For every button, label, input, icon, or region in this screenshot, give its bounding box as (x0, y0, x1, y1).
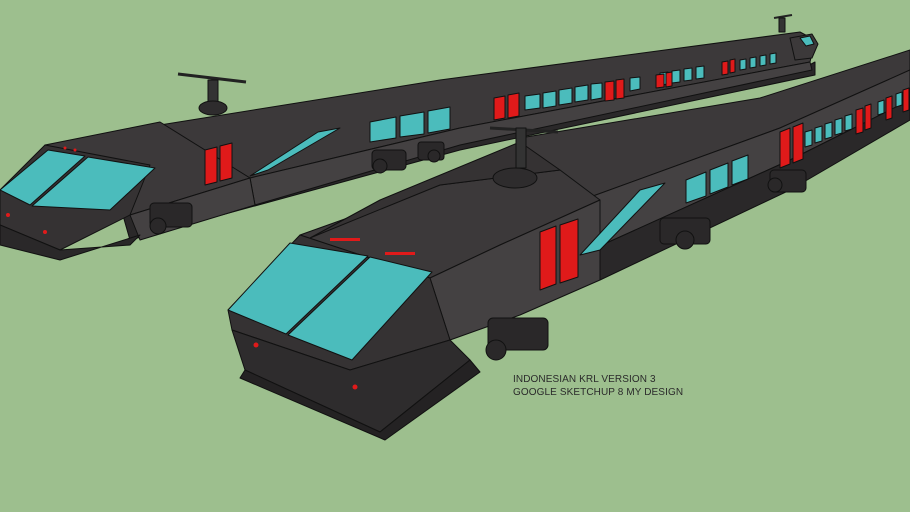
back-train-windshield-right (31, 156, 156, 211)
back-train-far-cab-window (799, 35, 815, 47)
front-train-doors (779, 87, 910, 169)
back-train (0, 14, 819, 261)
front-train-windows (685, 91, 903, 204)
back-train-cab-door-right (219, 142, 233, 182)
front-train-lights (253, 238, 415, 390)
back-train-lights (6, 146, 77, 234)
front-train-cab-top (309, 141, 561, 239)
caption-line-1: INDONESIAN KRL VERSION 3 (513, 374, 656, 385)
front-train-windshield-right (287, 256, 433, 361)
front-train-skirt-lower (239, 359, 481, 441)
front-train-windshield-left (227, 242, 369, 335)
back-train-doors (493, 46, 801, 121)
back-train-cab-stripe (249, 127, 341, 177)
front-train-bogies (485, 169, 807, 361)
caption: INDONESIAN KRL VERSION 3 GOOGLE SKETCHUP… (513, 373, 683, 399)
back-train-windshield-left (0, 149, 86, 206)
back-train-windows (369, 52, 777, 143)
front-train (227, 49, 910, 441)
front-train-pantograph (489, 126, 559, 189)
back-train-pantograph (177, 72, 247, 116)
back-train-bogies (149, 141, 445, 235)
back-train-cab-door-left (204, 146, 218, 186)
front-train-cab-door-right (559, 218, 579, 284)
caption-line-2: GOOGLE SKETCHUP 8 MY DESIGN (513, 387, 684, 398)
front-train-cab-stripe (579, 182, 666, 256)
back-train-far-pantograph (773, 14, 793, 33)
back-train-skirt (0, 224, 141, 261)
front-train-cab-door-left (539, 225, 557, 291)
